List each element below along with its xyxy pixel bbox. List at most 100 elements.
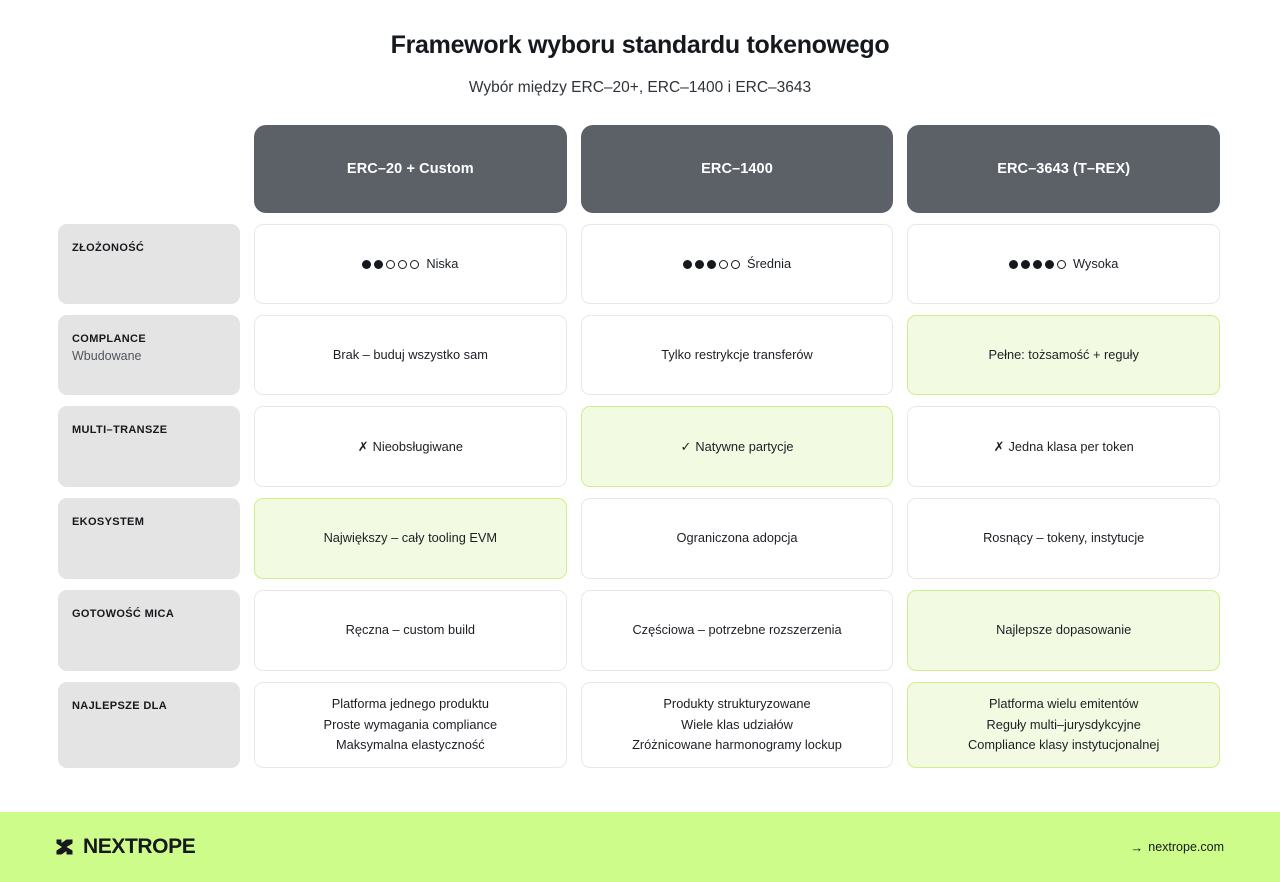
cross-icon: ✗ [993, 438, 1005, 454]
cell-text: Nieobsługiwane [372, 438, 463, 454]
brand-logo: NEXTROPE [56, 835, 196, 859]
check-icon: ✓ [680, 438, 692, 454]
cell-ekosystem-erc20: Największy – cały tooling EVM [254, 498, 567, 579]
cell-text-line: Compliance klasy instytucjonalnej [968, 737, 1160, 753]
column-header-erc20: ERC–20 + Custom [254, 125, 567, 213]
rating-label: Wysoka [1072, 255, 1119, 271]
cell-value: ✗Jedna klasa per token [994, 436, 1134, 458]
rating-indicator: Wysoka [1008, 254, 1119, 275]
rating-dot-empty [718, 259, 728, 269]
cell-text-block: Platforma jednego produktu Proste wymaga… [324, 694, 498, 756]
footer-website-link[interactable]: → nextrope.com [1130, 840, 1224, 854]
row-label-title: GOTOWOŚĆ MICA [72, 608, 175, 620]
rating-label: Niska [426, 255, 459, 271]
cell-text-block: Platforma wielu emitentów Reguły multi–j… [968, 694, 1159, 756]
row-label-ekosystem: EKOSYSTEM [58, 498, 240, 579]
cell-najlepsze-dla-erc1400: Produkty strukturyzowane Wiele klas udzi… [580, 682, 894, 768]
rating-dot-filled [706, 259, 716, 269]
cell-text-block: Produkty strukturyzowane Wiele klas udzi… [632, 694, 842, 756]
cell-text: Jedna klasa per token [1008, 438, 1134, 454]
cell-multi-transze-erc3643: ✗Jedna klasa per token [907, 406, 1221, 487]
cell-text-line: Platforma jednego produktu [331, 695, 489, 711]
cell-text: Największy – cały tooling EVM [323, 530, 498, 546]
comparison-matrix: ERC–20 + Custom ERC–1400 ERC–3643 (T–REX… [58, 125, 1221, 779]
cell-text-line: Wiele klas udziałów [681, 716, 793, 732]
cell-najlepsze-dla-erc20: Platforma jednego produktu Proste wymaga… [254, 682, 567, 768]
cell-text: Pełne: tożsamość + reguły [988, 346, 1139, 362]
cell-text: Ręczna – custom build [345, 622, 476, 638]
row-label-complance: COMPLANCE Wbudowane [58, 315, 240, 395]
cell-ekosystem-erc3643: Rosnący – tokeny, instytucje [907, 498, 1221, 579]
rating-dot-empty [730, 259, 740, 269]
rating-dot-filled [1008, 259, 1018, 269]
row-label-title: MULTI–TRANSZE [72, 424, 168, 436]
rating-dot-filled [694, 259, 704, 269]
row-label-title: EKOSYSTEM [72, 516, 145, 528]
cell-text-line: Zróżnicowane harmonogramy lockup [632, 737, 842, 753]
column-header-erc1400: ERC–1400 [580, 125, 894, 213]
matrix-row-multi-transze: MULTI–TRANSZE ✗Nieobsługiwane ✓Natywne p… [58, 406, 1221, 487]
cell-text-line: Proste wymagania compliance [323, 716, 498, 732]
page-title: Framework wyboru standardu tokenowego [390, 31, 890, 59]
cell-zlozonosc-erc3643: Wysoka [907, 224, 1221, 304]
rating-dot-filled [682, 259, 692, 269]
cell-value: ✗Nieobsługiwane [358, 436, 463, 458]
row-label-najlepsze-dla: NAJLEPSZE DLA [58, 682, 240, 768]
cell-zlozonosc-erc1400: Średnia [580, 224, 894, 304]
cell-text-line: Platforma wielu emitentów [988, 695, 1139, 711]
rating-dot-filled [1044, 259, 1054, 269]
cell-text: Brak – buduj wszystko sam [332, 346, 488, 362]
matrix-header-row: ERC–20 + Custom ERC–1400 ERC–3643 (T–REX… [58, 125, 1221, 213]
cell-text: Częściowa – potrzebne rozszerzenia [632, 622, 842, 638]
cell-text-line: Maksymalna elastyczność [336, 737, 485, 753]
cell-najlepsze-dla-erc3643: Platforma wielu emitentów Reguły multi–j… [907, 682, 1221, 768]
row-label-gotowosc-mica: GOTOWOŚĆ MICA [58, 590, 240, 671]
matrix-row-ekosystem: EKOSYSTEM Największy – cały tooling EVM … [58, 498, 1221, 579]
nextrope-mark-icon [56, 839, 73, 855]
cell-text: Rosnący – tokeny, instytucje [983, 530, 1145, 546]
matrix-row-najlepsze-dla: NAJLEPSZE DLA Platforma jednego produktu… [58, 682, 1221, 768]
rating-dot-empty [410, 259, 420, 269]
cell-multi-transze-erc1400: ✓Natywne partycje [580, 406, 894, 487]
matrix-corner-spacer [58, 125, 240, 213]
cell-gotowosc-mica-erc1400: Częściowa – potrzebne rozszerzenia [580, 590, 894, 671]
rating-indicator: Niska [362, 254, 458, 275]
cell-gotowosc-mica-erc20: Ręczna – custom build [254, 590, 567, 671]
arrow-right-icon: → [1130, 839, 1144, 855]
brand-name: NEXTROPE [83, 835, 196, 858]
cell-text: Natywne partycje [695, 438, 794, 454]
footer-bar: NEXTROPE → nextrope.com [0, 812, 1280, 882]
rating-dot-filled [1020, 259, 1030, 269]
rating-dot-filled [374, 259, 384, 269]
rating-dot-empty [398, 259, 408, 269]
cell-ekosystem-erc1400: Ograniczona adopcja [580, 498, 894, 579]
row-label-title: NAJLEPSZE DLA [72, 700, 168, 712]
row-label-multi-transze: MULTI–TRANSZE [58, 406, 240, 487]
column-header-erc3643: ERC–3643 (T–REX) [907, 125, 1221, 213]
page-subtitle: Wybór między ERC–20+, ERC–1400 i ERC–364… [468, 79, 812, 96]
cell-text: Tylko restrykcje transferów [661, 346, 813, 362]
rating-label: Średnia [746, 255, 792, 271]
cell-multi-transze-erc20: ✗Nieobsługiwane [254, 406, 567, 487]
matrix-row-complance: COMPLANCE Wbudowane Brak – buduj wszystk… [58, 315, 1221, 395]
matrix-row-zlozonosc: ZŁOŻONOŚĆ Niska Średnia [58, 224, 1221, 304]
row-label-title: ZŁOŻONOŚĆ [72, 242, 145, 254]
cell-text-line: Reguły multi–jurysdykcyjne [986, 716, 1141, 732]
rating-dot-filled [1032, 259, 1042, 269]
cell-value: ✓Natywne partycje [680, 436, 793, 458]
rating-indicator: Średnia [682, 254, 792, 275]
cell-complance-erc1400: Tylko restrykcje transferów [580, 315, 894, 395]
row-label-title: COMPLANCE [72, 333, 147, 345]
cell-text: Najlepsze dopasowanie [996, 622, 1132, 638]
row-label-zlozonosc: ZŁOŻONOŚĆ [58, 224, 240, 304]
cell-complance-erc20: Brak – buduj wszystko sam [254, 315, 567, 395]
footer-link-label: nextrope.com [1148, 840, 1224, 854]
rating-dot-empty [1056, 259, 1066, 269]
matrix-row-gotowosc-mica: GOTOWOŚĆ MICA Ręczna – custom build Częś… [58, 590, 1221, 671]
cell-zlozonosc-erc20: Niska [254, 224, 567, 304]
rating-dot-filled [362, 259, 372, 269]
cell-complance-erc3643: Pełne: tożsamość + reguły [907, 315, 1221, 395]
rating-dot-empty [386, 259, 396, 269]
cell-text-line: Produkty strukturyzowane [663, 695, 811, 711]
page-header: Framework wyboru standardu tokenowego Wy… [0, 0, 1280, 98]
